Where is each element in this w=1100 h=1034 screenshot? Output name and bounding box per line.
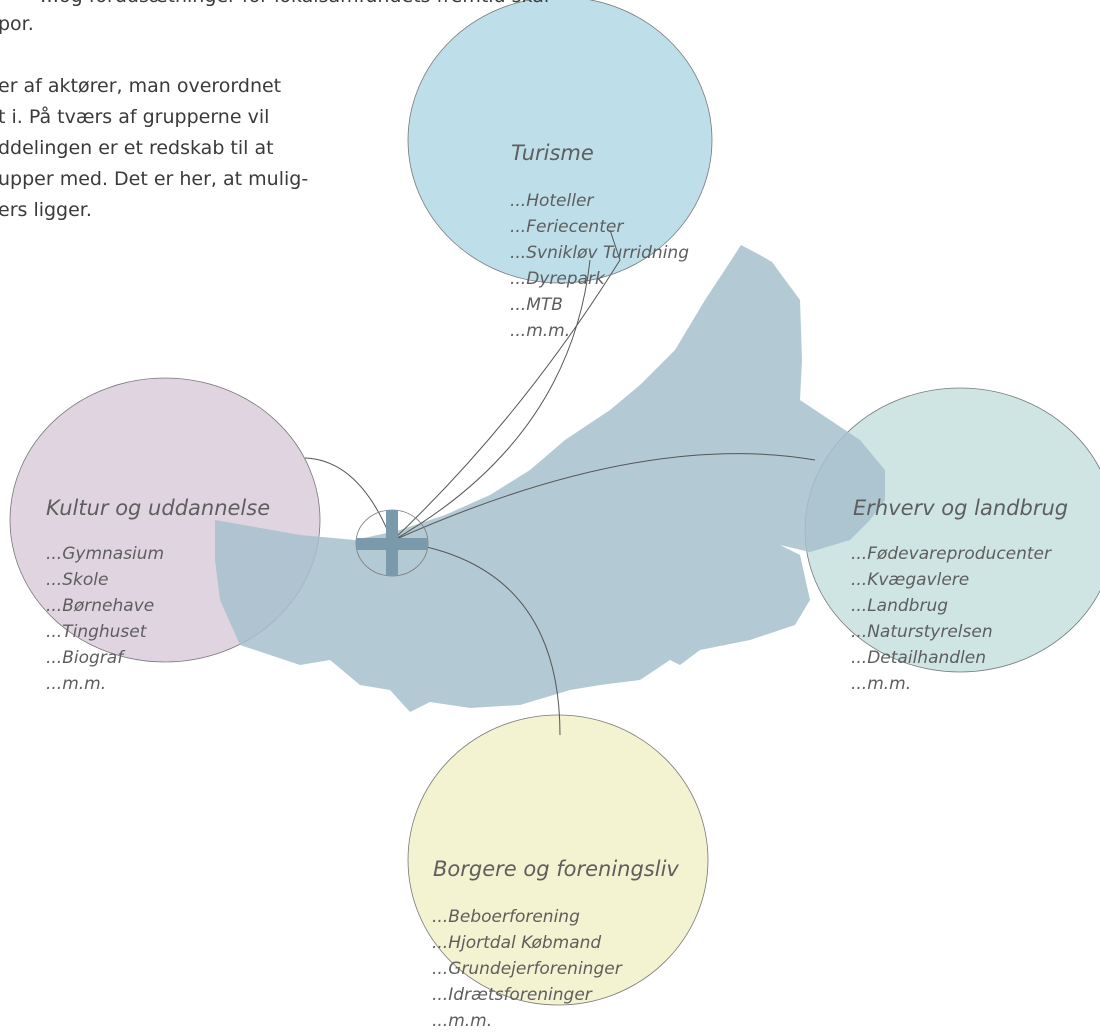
borgere-title: Borgere og foreningsliv bbox=[433, 857, 679, 881]
borgere-circle bbox=[407, 714, 709, 1006]
marker-cross-horizontal bbox=[356, 538, 428, 550]
list-item: ...Idrætsforeninger bbox=[432, 985, 592, 1005]
list-item: ...Svnikløv Turridning bbox=[510, 243, 689, 263]
turisme-title: Turisme bbox=[511, 141, 594, 165]
erhverv-items: ...Fødevareproducenter ...Kvægavlere ...… bbox=[851, 541, 1051, 697]
connector-kultur bbox=[304, 457, 393, 542]
list-item: ...Tinghuset bbox=[46, 622, 147, 642]
intro-line: upper med. Det er her, at mulig- bbox=[0, 168, 309, 190]
list-item: ...Biograf bbox=[46, 648, 124, 668]
intro-line: ddelingen er et redskab til at bbox=[0, 137, 274, 159]
list-item: ...Detailhandlen bbox=[851, 648, 987, 668]
intro-line: ers ligger. bbox=[0, 199, 92, 221]
connectors bbox=[304, 229, 816, 736]
list-item: ...m.m. bbox=[510, 321, 571, 341]
intro-line: t i. På tværs af grupperne vil bbox=[0, 106, 270, 128]
list-item: ...Feriecenter bbox=[510, 217, 624, 237]
list-item: ...Naturstyrelsen bbox=[851, 622, 993, 642]
kultur-title: Kultur og uddannelse bbox=[46, 496, 271, 520]
connector-erhverv bbox=[391, 453, 816, 542]
list-item: ...Landbrug bbox=[851, 596, 949, 616]
list-item: ...m.m. bbox=[432, 1011, 493, 1031]
list-item: ...Skole bbox=[46, 570, 109, 590]
list-item: ...Fødevareproducenter bbox=[851, 544, 1052, 564]
location-marker bbox=[355, 509, 429, 577]
connector-turisme-2 bbox=[391, 259, 591, 542]
kultur-items: ...Gymnasium ...Skole ...Børnehave ...Ti… bbox=[46, 541, 164, 697]
intro-line: …og forudsætninger for lokalsamfundets f… bbox=[40, 0, 549, 12]
turisme-items: ...Hoteller ...Feriecenter ...Svnikløv T… bbox=[510, 188, 689, 344]
connector-turisme bbox=[391, 229, 621, 542]
connector-borgere bbox=[391, 540, 561, 736]
list-item: ...m.m. bbox=[851, 674, 912, 694]
intro-line: er af aktører, man overordnet bbox=[0, 75, 282, 97]
list-item: ...Kvægavlere bbox=[851, 570, 970, 590]
intro-line: por. bbox=[0, 13, 34, 35]
borgere-items: ...Beboerforening ...Hjortdal Købmand ..… bbox=[432, 904, 622, 1034]
erhverv-title: Erhverv og landbrug bbox=[853, 496, 1069, 520]
list-item: ...Beboerforening bbox=[432, 907, 580, 927]
turisme-circle bbox=[407, 0, 713, 284]
list-item: ...MTB bbox=[510, 295, 563, 315]
area-map bbox=[215, 245, 885, 712]
list-item: ...Grundejerforeninger bbox=[432, 959, 622, 979]
list-item: ...m.m. bbox=[46, 674, 107, 694]
list-item: ...Hoteller bbox=[510, 191, 594, 211]
list-item: ...Gymnasium bbox=[46, 544, 165, 564]
list-item: ...Dyrepark bbox=[510, 269, 605, 289]
list-item: ...Hjortdal Købmand bbox=[432, 933, 602, 953]
list-item: ...Børnehave bbox=[46, 596, 155, 616]
